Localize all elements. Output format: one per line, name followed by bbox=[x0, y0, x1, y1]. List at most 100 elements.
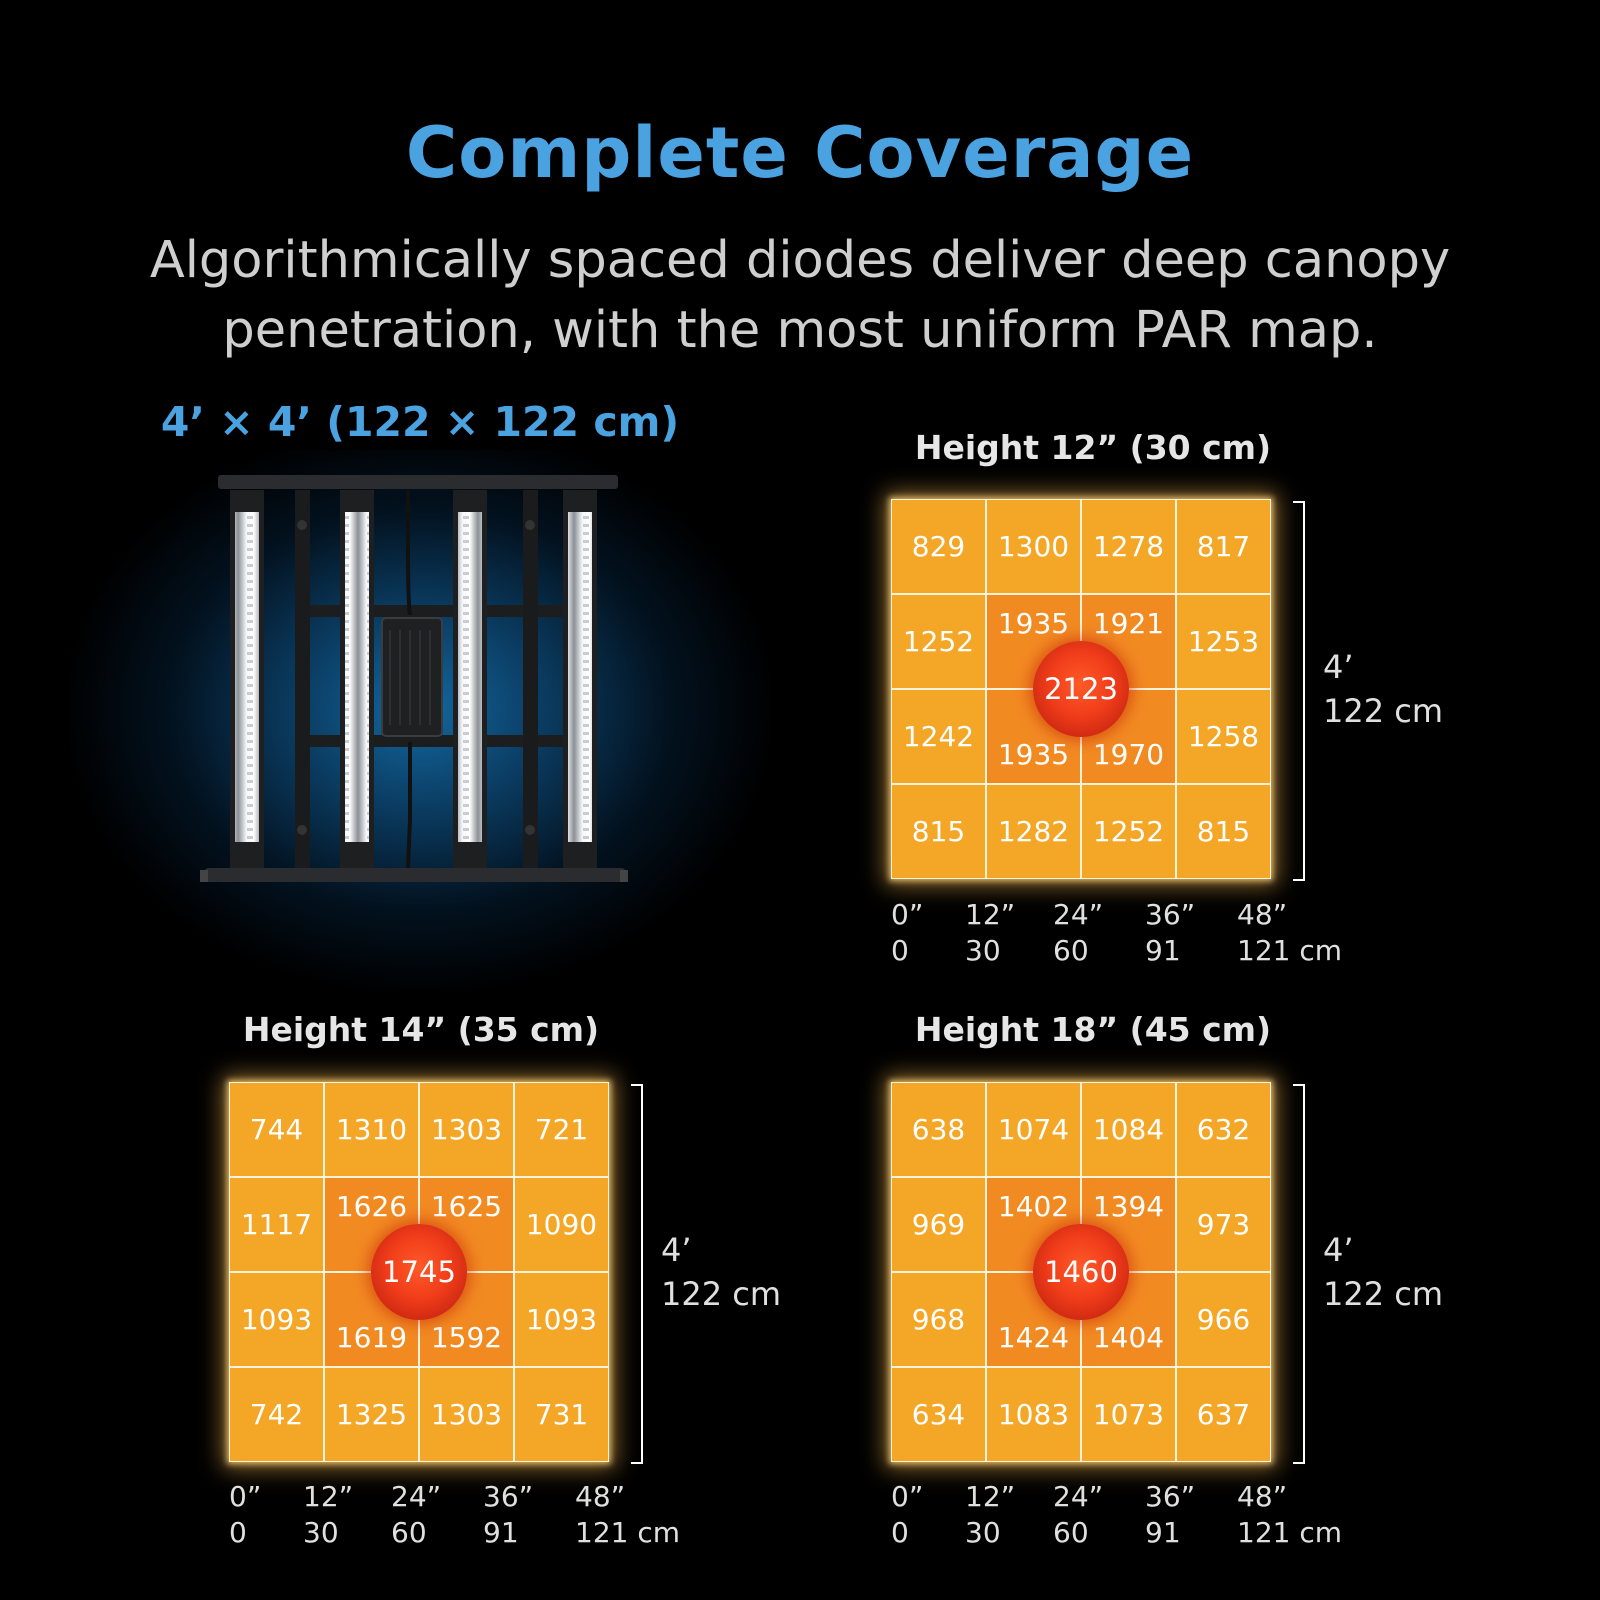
axis-tick-label: 48” bbox=[1237, 1480, 1288, 1513]
par-cell: 815 bbox=[891, 784, 986, 879]
axis-tick-label: 12” bbox=[303, 1480, 354, 1513]
axis-tick-label: 60 bbox=[1053, 934, 1089, 967]
par-cell: 1093 bbox=[514, 1272, 609, 1367]
map-title-18in: Height 18” (45 cm) bbox=[914, 1010, 1272, 1049]
dimension-label-12in: 4’ 122 cm bbox=[1323, 645, 1443, 733]
par-cell: 1093 bbox=[229, 1272, 324, 1367]
subtitle-line-1: Algorithmically spaced diodes deliver de… bbox=[149, 231, 1451, 290]
dimension-cm: 122 cm bbox=[1323, 1275, 1444, 1313]
axis-tick-label: 24” bbox=[1053, 1480, 1104, 1513]
axis-tick-label: 0 bbox=[891, 934, 909, 967]
par-cell: 973 bbox=[1176, 1177, 1271, 1272]
par-cell: 1084 bbox=[1081, 1082, 1176, 1177]
axis-tick-label: 0 bbox=[891, 1516, 909, 1549]
led-bar-3 bbox=[453, 490, 487, 868]
dimension-bracket-18in bbox=[1293, 1084, 1305, 1464]
subtitle-line-2: penetration, with the most uniform PAR m… bbox=[222, 301, 1378, 360]
axis-tick-label: 121 cm bbox=[575, 1516, 681, 1549]
grow-light-illustration bbox=[200, 475, 628, 882]
par-cell: 1074 bbox=[986, 1082, 1081, 1177]
par-cell: 829 bbox=[891, 499, 986, 594]
par-cell: 1252 bbox=[1081, 784, 1176, 879]
axis-tick-label: 121 cm bbox=[1237, 1516, 1343, 1549]
led-bar-2 bbox=[340, 490, 374, 868]
led-bar-1 bbox=[230, 490, 264, 868]
par-cell: 634 bbox=[891, 1367, 986, 1462]
par-cell: 1252 bbox=[891, 594, 986, 689]
par-cell: 1303 bbox=[419, 1082, 514, 1177]
dimension-label-14in: 4’ 122 cm bbox=[661, 1228, 781, 1316]
dimension-feet: 4’ bbox=[1323, 648, 1354, 686]
par-cell: 1402 bbox=[986, 1177, 1081, 1272]
map-title-12in: Height 12” (30 cm) bbox=[914, 428, 1272, 467]
axis-tick-label: 36” bbox=[483, 1480, 534, 1513]
axis-tick-label: 60 bbox=[391, 1516, 427, 1549]
axis-tick-label: 0” bbox=[891, 1480, 924, 1513]
par-cell: 742 bbox=[229, 1367, 324, 1462]
axis-tick-label: 91 bbox=[1145, 1516, 1181, 1549]
par-cell: 1253 bbox=[1176, 594, 1271, 689]
par-cell: 1935 bbox=[986, 594, 1081, 689]
par-cell: 637 bbox=[1176, 1367, 1271, 1462]
par-cell: 968 bbox=[891, 1272, 986, 1367]
par-cell: 1282 bbox=[986, 784, 1081, 879]
dimension-feet: 4’ bbox=[661, 1231, 692, 1269]
dimension-feet: 4’ bbox=[1323, 1231, 1354, 1269]
axis-tick-label: 91 bbox=[1145, 934, 1181, 967]
x-axis-inches-18in: 0” 12” 24” 36” 48” bbox=[891, 1480, 1351, 1516]
x-axis-cm-14in: 0 30 60 91 121 cm bbox=[229, 1516, 689, 1552]
led-bar-4 bbox=[563, 490, 597, 868]
axis-tick-label: 0 bbox=[229, 1516, 247, 1549]
par-cell: 632 bbox=[1176, 1082, 1271, 1177]
par-cell: 1258 bbox=[1176, 689, 1271, 784]
axis-tick-label: 48” bbox=[575, 1480, 626, 1513]
page-subtitle: Algorithmically spaced diodes deliver de… bbox=[80, 226, 1520, 366]
driver-box bbox=[381, 617, 443, 737]
dimension-cm: 122 cm bbox=[1323, 692, 1444, 730]
axis-tick-label: 30 bbox=[303, 1516, 339, 1549]
axis-tick-label: 24” bbox=[391, 1480, 442, 1513]
axis-tick-label: 36” bbox=[1145, 1480, 1196, 1513]
grow-light-fixture bbox=[70, 450, 770, 990]
par-cell: 815 bbox=[1176, 784, 1271, 879]
par-cell: 1310 bbox=[324, 1082, 419, 1177]
dimension-bracket-14in bbox=[631, 1084, 643, 1464]
axis-tick-label: 36” bbox=[1145, 898, 1196, 931]
par-center-peak: 1460 bbox=[1033, 1224, 1129, 1320]
par-cell: 817 bbox=[1176, 499, 1271, 594]
par-cell: 1083 bbox=[986, 1367, 1081, 1462]
axis-tick-label: 0” bbox=[891, 898, 924, 931]
axis-tick-label: 12” bbox=[965, 898, 1016, 931]
par-cell: 1303 bbox=[419, 1367, 514, 1462]
fixture-size-label: 4’ × 4’ (122 × 122 cm) bbox=[160, 398, 680, 446]
par-cell: 1325 bbox=[324, 1367, 419, 1462]
dimension-cm: 122 cm bbox=[661, 1275, 782, 1313]
page-title: Complete Coverage bbox=[405, 112, 1195, 194]
axis-tick-label: 12” bbox=[965, 1480, 1016, 1513]
x-axis-inches-14in: 0”12”24”36”48” bbox=[229, 1480, 689, 1516]
par-cell: 966 bbox=[1176, 1272, 1271, 1367]
par-cell: 638 bbox=[891, 1082, 986, 1177]
x-axis-inches-12in: 0”12”24”36”48” bbox=[891, 898, 1351, 934]
par-cell: 1626 bbox=[324, 1177, 419, 1272]
par-cell: 1117 bbox=[229, 1177, 324, 1272]
par-cell: 1090 bbox=[514, 1177, 609, 1272]
par-cell: 1300 bbox=[986, 499, 1081, 594]
par-cell: 731 bbox=[514, 1367, 609, 1462]
axis-tick-label: 91 bbox=[483, 1516, 519, 1549]
x-axis-cm-18in: 0 30 60 91 121 cm bbox=[891, 1516, 1351, 1552]
par-cell: 969 bbox=[891, 1177, 986, 1272]
axis-tick-label: 60 bbox=[1053, 1516, 1089, 1549]
par-cell: 721 bbox=[514, 1082, 609, 1177]
par-cell: 1073 bbox=[1081, 1367, 1176, 1462]
dimension-label-18in: 4’ 122 cm bbox=[1323, 1228, 1443, 1316]
par-center-peak: 1745 bbox=[371, 1224, 467, 1320]
axis-tick-label: 30 bbox=[965, 1516, 1001, 1549]
par-cell: 1278 bbox=[1081, 499, 1176, 594]
par-cell: 1242 bbox=[891, 689, 986, 784]
axis-tick-label: 121 cm bbox=[1237, 934, 1343, 967]
